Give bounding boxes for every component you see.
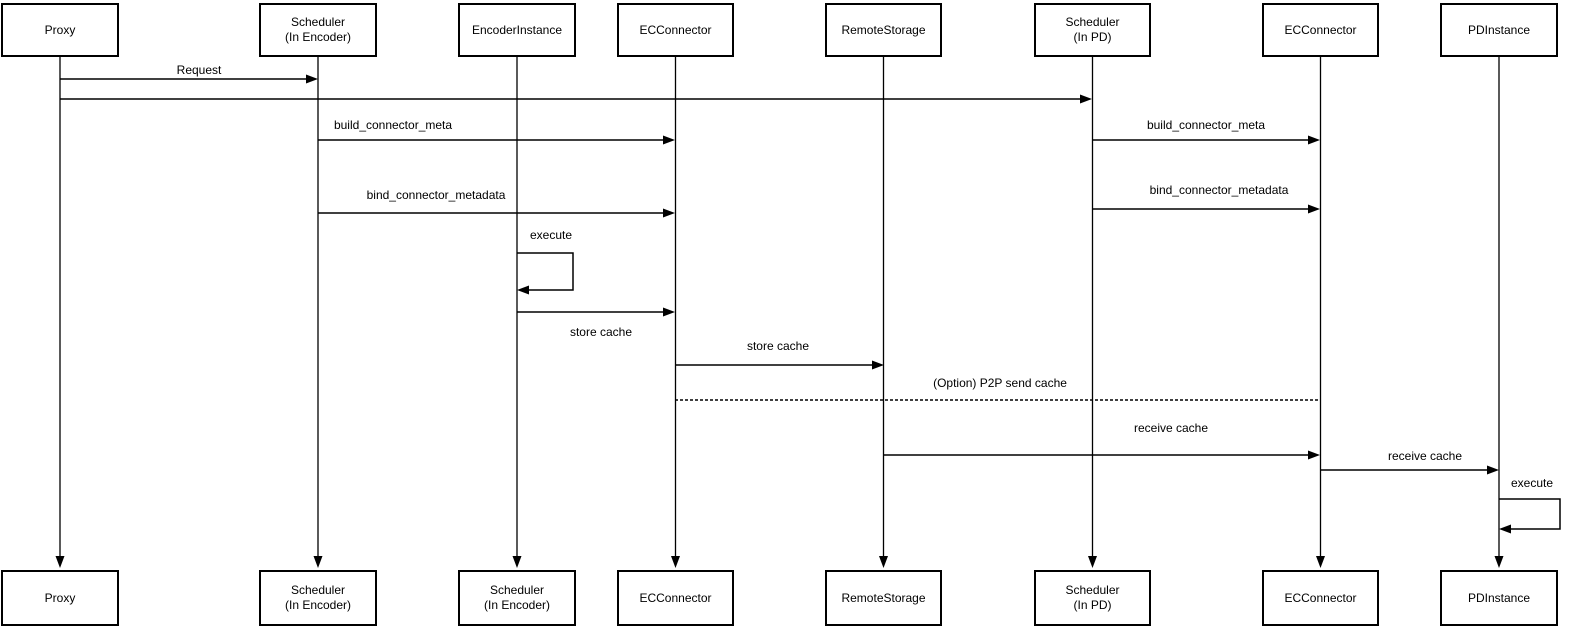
lifeline-arrowhead-remote-storage — [879, 556, 888, 568]
actor-bottom-pd-instance: PDInstance — [1440, 570, 1558, 626]
lifeline-arrowhead-pd-instance — [1494, 556, 1504, 568]
actor-bottom-scheduler-encoder: Scheduler (In Encoder) — [259, 570, 377, 626]
message-arrowhead-encoder-store-cache — [663, 307, 675, 317]
self-loop-arrowhead-execute-encoder — [517, 285, 529, 295]
actor-top-scheduler-pd: Scheduler (In PD) — [1034, 3, 1151, 57]
message-label-bind-connector-metadata-encoder: bind_connector_metadata — [366, 188, 506, 202]
message-arrowhead-receive-cache-pd — [1487, 465, 1499, 475]
self-loop-label-execute-pd: execute — [1510, 476, 1554, 490]
lifeline-arrowhead-scheduler-encoder — [313, 556, 323, 568]
message-arrowhead-bind-connector-metadata-pd — [1308, 204, 1320, 214]
message-arrowhead-bind-connector-metadata-encoder — [663, 208, 675, 218]
message-label-build-connector-meta-pd: build_connector_meta — [1146, 118, 1266, 132]
actor-bottom-encoder-instance: Scheduler (In Encoder) — [458, 570, 576, 626]
self-loop-label-execute-encoder: execute — [529, 228, 573, 242]
actor-top-ec-connector-pd: ECConnector — [1262, 3, 1379, 57]
message-label-p2p-send-cache: (Option) P2P send cache — [933, 376, 1067, 390]
lifeline-arrowhead-encoder-instance — [512, 556, 522, 568]
message-arrowhead-receive-cache-remote — [1308, 450, 1320, 460]
lifeline-arrowhead-scheduler-pd — [1088, 556, 1097, 568]
self-loop-execute-encoder — [517, 252, 574, 291]
message-arrowhead-request — [306, 74, 318, 84]
lifeline-arrowhead-ec-connector-encoder — [671, 556, 680, 568]
actor-top-proxy: Proxy — [1, 3, 119, 57]
lifeline-arrowhead-ec-connector-pd — [1316, 556, 1325, 568]
message-label-receive-cache-remote: receive cache — [1133, 421, 1209, 435]
actor-top-scheduler-encoder: Scheduler (In Encoder) — [259, 3, 377, 57]
message-label-build-connector-meta-encoder: build_connector_meta — [333, 118, 453, 132]
lifeline-arrowhead-proxy — [55, 556, 65, 568]
message-label-request: Request — [176, 63, 222, 77]
actor-bottom-proxy: Proxy — [1, 570, 119, 626]
actor-top-ec-connector-encoder: ECConnector — [617, 3, 734, 57]
message-label-store-cache-remote: store cache — [746, 339, 810, 353]
actor-bottom-ec-connector-encoder: ECConnector — [617, 570, 734, 626]
self-loop-arrowhead-execute-pd — [1499, 524, 1511, 534]
actor-top-pd-instance: PDInstance — [1440, 3, 1558, 57]
actor-bottom-scheduler-pd: Scheduler (In PD) — [1034, 570, 1151, 626]
message-label-encoder-store-cache: store cache — [569, 325, 633, 339]
message-arrowhead-proxy-to-scheduler-pd — [1080, 94, 1092, 104]
message-arrowhead-store-cache-remote — [872, 360, 884, 370]
self-loop-execute-pd — [1499, 498, 1561, 530]
actor-top-encoder-instance: EncoderInstance — [458, 3, 576, 57]
message-arrowhead-build-connector-meta-pd — [1308, 135, 1320, 145]
actor-bottom-ec-connector-pd: ECConnector — [1262, 570, 1379, 626]
actor-top-remote-storage: RemoteStorage — [825, 3, 942, 57]
message-label-bind-connector-metadata-pd: bind_connector_metadata — [1149, 183, 1289, 197]
message-arrowhead-build-connector-meta-encoder — [663, 135, 675, 145]
actor-bottom-remote-storage: RemoteStorage — [825, 570, 942, 626]
message-label-receive-cache-pd: receive cache — [1387, 449, 1463, 463]
